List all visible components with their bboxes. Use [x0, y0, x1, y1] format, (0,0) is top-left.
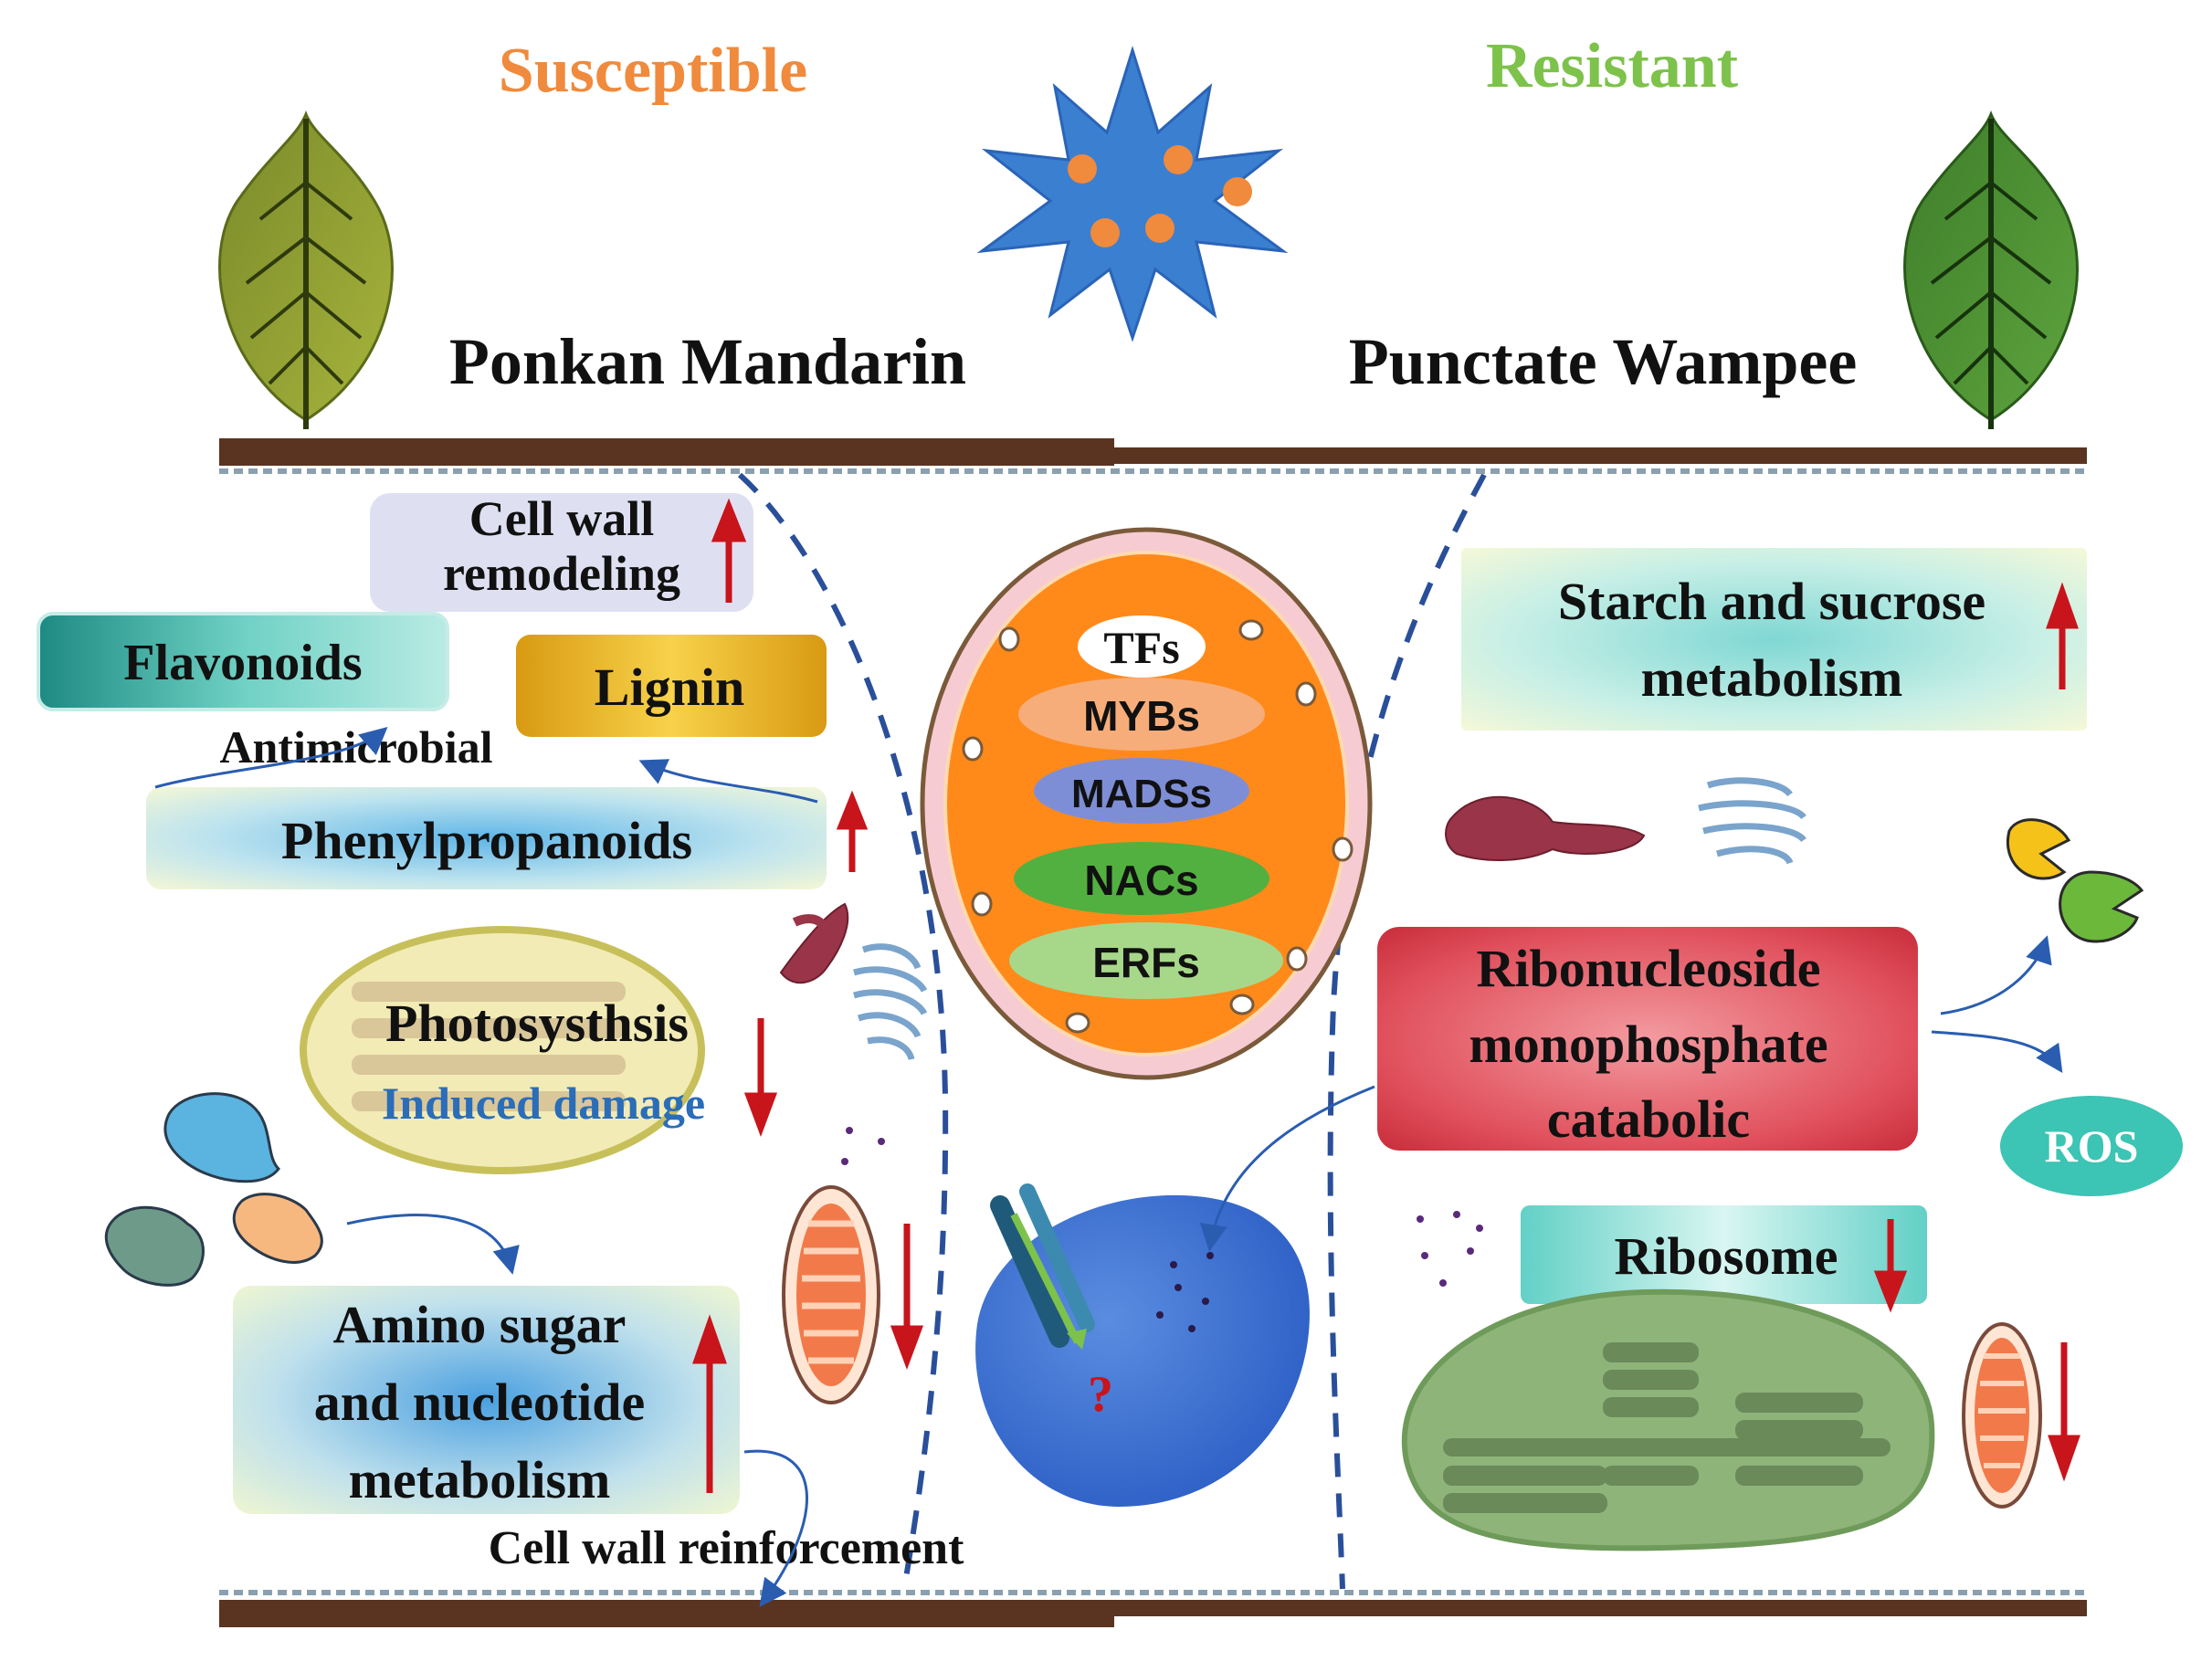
antimicrobial-label: Antimicrobial [219, 721, 492, 773]
down-arrow-icon [2048, 1342, 2080, 1482]
membrane-bottom [219, 1590, 2087, 1627]
down-arrow-icon [890, 1224, 924, 1371]
tf-family-madss: MADSs [1071, 772, 1212, 816]
up-arrow-icon [692, 1314, 727, 1493]
starch-box: Starch and sucrose metabolism [1461, 548, 2087, 731]
cell-wall-remodeling-line2: remodeling [443, 546, 680, 601]
starch-line2: metabolism [1641, 648, 1903, 708]
photosynthesis-label: Photosysthsis [385, 994, 689, 1053]
amino-sugar-line2: and nucleotide [314, 1372, 646, 1432]
mitochondrion-left [782, 1185, 880, 1404]
flow-arrow-phenyl-to-flavonoids [154, 727, 388, 789]
induced-damage-label: Induced damage [382, 1078, 705, 1129]
up-arrow-icon [836, 790, 869, 872]
cell-wall-reinforcement-label: Cell wall reinforcement [489, 1522, 964, 1574]
flavonoids-box: Flavonoids [37, 612, 449, 711]
starch-line1: Starch and sucrose [1558, 572, 1986, 631]
down-arrow-icon [1873, 1219, 1908, 1313]
golgi-icon [779, 902, 928, 1061]
tf-family-erfs: ERFs [1092, 939, 1200, 986]
ribonucleoside-line2: monophosphate [1469, 1015, 1828, 1074]
particles-right [1417, 1211, 1483, 1287]
particles-left [841, 1127, 885, 1165]
flow-arrow-ribo-to-enzyme [1940, 935, 2052, 1015]
pathogen-icon [976, 45, 1289, 342]
ribonucleoside-line1: Ribonucleoside [1476, 939, 1820, 998]
question-mark: ? [1088, 1366, 1113, 1423]
plant-right-name: Punctate Wampee [1349, 325, 1858, 398]
leaf-left-icon [218, 110, 394, 429]
lignin-label: Lignin [595, 657, 744, 717]
resistant-label: Resistant [1486, 31, 1738, 101]
nucleus: TFs MYBs MADSs NACs ERFs [920, 527, 1373, 1080]
chloroplast-left: Photosysthsis Induced damage [300, 926, 778, 1174]
ribonucleoside-line3: catabolic [1547, 1089, 1750, 1149]
membrane-top [219, 438, 2087, 474]
leaf-right-icon [1903, 110, 2079, 429]
phenylpropanoids-label: Phenylpropanoids [281, 811, 692, 870]
tf-family-mybs: MYBs [1083, 692, 1200, 740]
cell-wall-remodeling-line1: Cell wall [469, 491, 654, 546]
golgi-icon [1445, 777, 1806, 865]
amino-sugar-line3: metabolism [349, 1450, 611, 1509]
flow-arrow-to-cell-wall [743, 1449, 808, 1607]
flow-arrow-ribo-to-vacuole [1199, 1085, 1375, 1252]
ros-label: ROS [2045, 1120, 2139, 1172]
mitochondrion-right [1962, 1322, 2042, 1509]
ribonucleoside-box: Ribonucleoside monophosphate catabolic [1377, 927, 1918, 1151]
ribosome-box: Ribosome [1521, 1205, 1927, 1313]
chloroplast-right [1402, 1288, 1935, 1551]
susceptible-label: Susceptible [499, 36, 807, 106]
flow-arrow-phenyl-to-lignin [638, 759, 818, 804]
boundary-right [1327, 473, 1487, 1590]
molecules-icon [104, 1092, 323, 1287]
tf-family-nacs: NACs [1084, 857, 1198, 904]
flavonoids-label: Flavonoids [123, 635, 362, 691]
plant-left-name: Ponkan Mandarin [449, 325, 966, 398]
flow-arrow-ribo-to-ros [1931, 1030, 2063, 1073]
amino-sugar-box: Amino sugar and nucleotide metabolism [233, 1286, 740, 1514]
up-arrow-icon [2046, 582, 2079, 689]
phenylpropanoids-box: Phenylpropanoids [146, 787, 827, 889]
up-arrow-icon [711, 498, 747, 603]
ribosome-label: Ribosome [1615, 1226, 1838, 1286]
ros-badge: ROS [2000, 1096, 2183, 1196]
enzyme-icon [2007, 818, 2144, 943]
amino-sugar-line1: Amino sugar [333, 1295, 627, 1354]
cell-wall-remodeling-box: Cell wall remodeling [370, 491, 753, 612]
down-arrow-icon [743, 1018, 778, 1138]
channel-icon [990, 1183, 1095, 1350]
lignin-box: Lignin [516, 635, 827, 737]
flow-arrow-molecules-to-amino [346, 1214, 520, 1275]
tfs-label: TFs [1103, 622, 1179, 673]
